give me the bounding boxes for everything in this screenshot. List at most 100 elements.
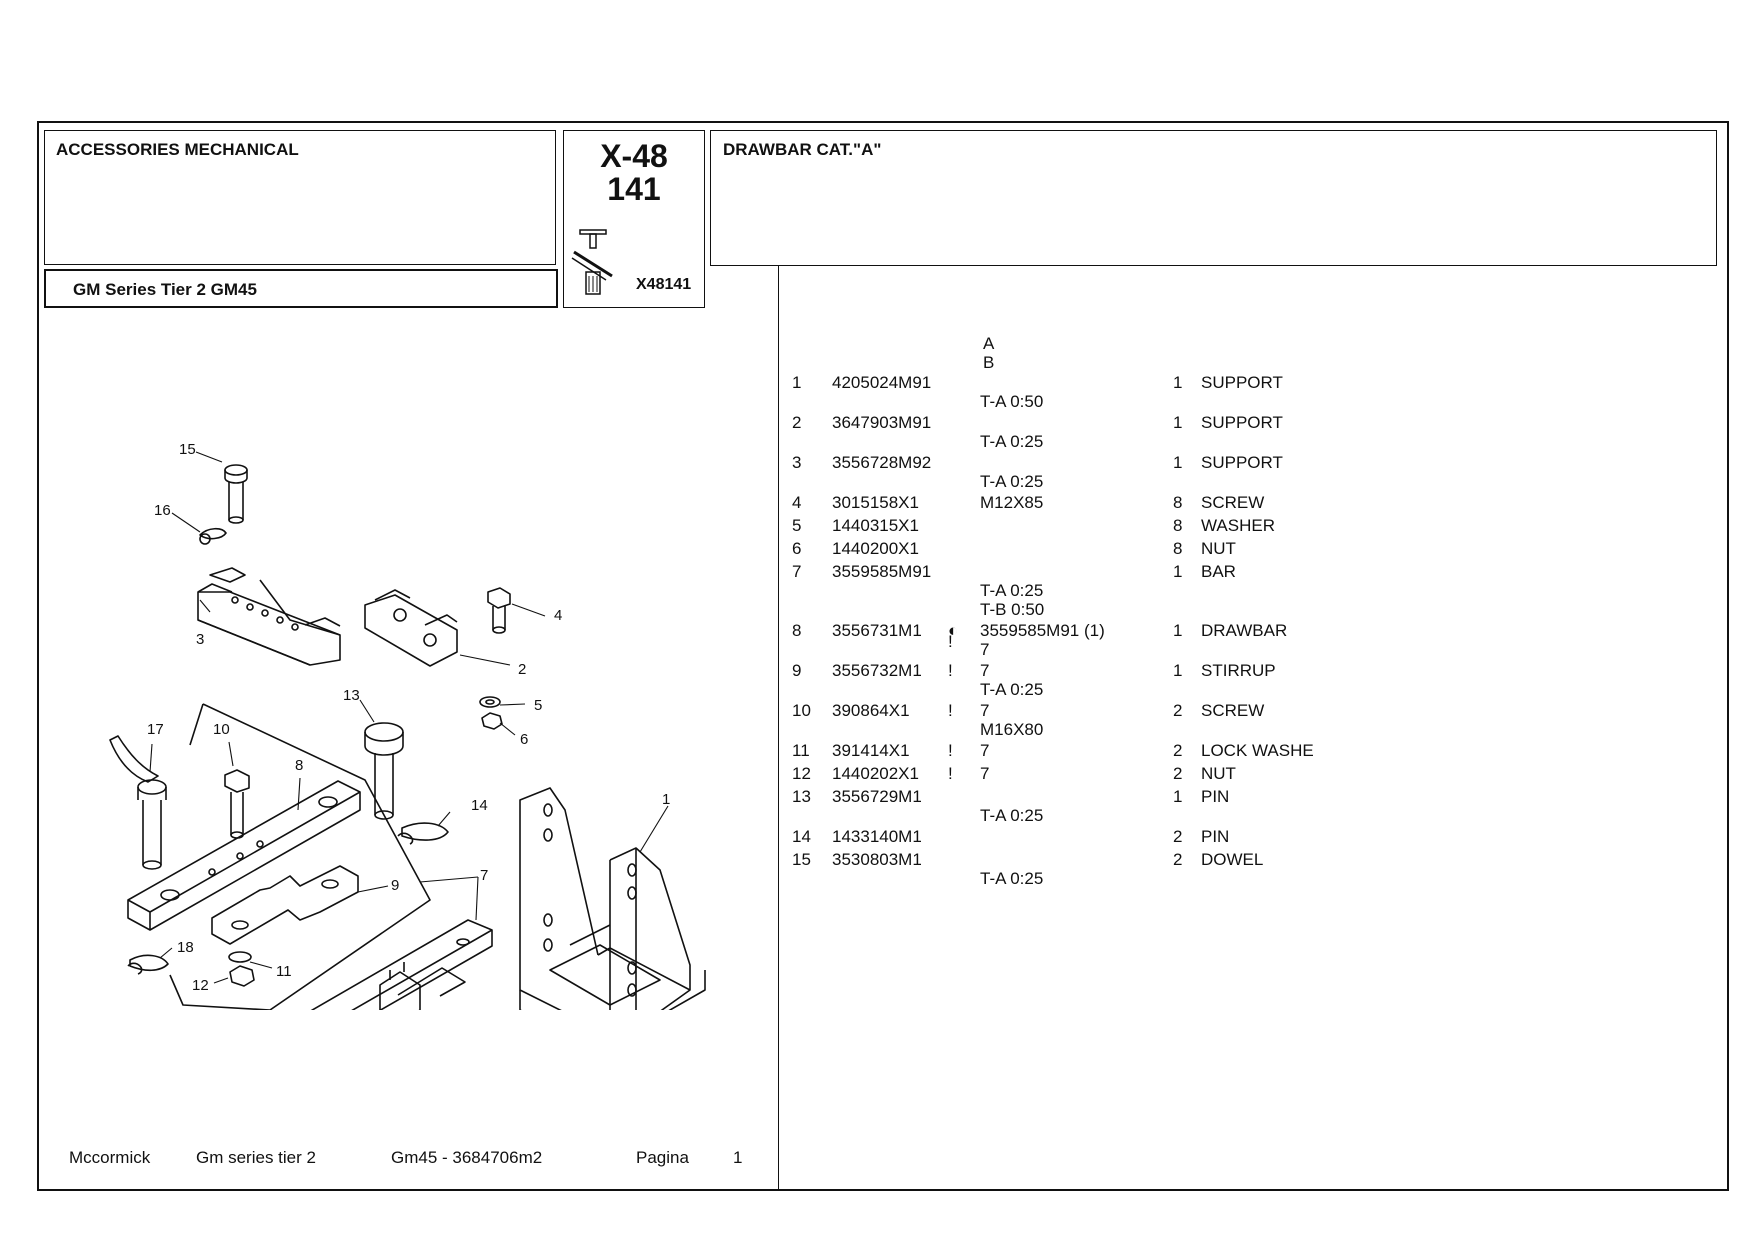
part-7-bar [310,919,493,1010]
part-4-screw [487,587,511,634]
callout-8: 8 [295,757,303,774]
part-number: 1440315X1 [832,516,919,535]
part-description: PIN [1201,827,1230,846]
part-quantity: 1 [1173,373,1183,392]
part-position: 9 [792,661,802,680]
image-reference: X48141 [636,276,692,293]
callout-4: 4 [554,607,562,624]
assembly-outline [169,703,431,1010]
part-note-marker: ! [948,632,953,651]
part-6-nut [481,712,503,730]
part-position: 6 [792,539,802,558]
part-quantity: 2 [1173,764,1183,783]
part-11-lock-washer [228,951,252,963]
part-note: M16X80 [980,720,1044,739]
exploded-parts-diagram: 15 16 4 3 2 13 5 6 17 10 8 14 1 7 9 18 1… [109,441,706,1010]
part-10-screw [224,769,250,839]
part-description: SUPPORT [1201,453,1283,472]
part-15-dowel [224,464,248,524]
part-description: DOWEL [1201,850,1264,869]
part-position: 12 [792,764,811,783]
part-quantity: 1 [1173,787,1183,806]
part-quantity: 2 [1173,741,1183,760]
part-spec: 3559585M91 (1) [980,621,1105,640]
part-quantity: 1 [1173,562,1183,581]
part-note: T-A 0:25 [980,581,1044,600]
footer-series: Gm series tier 2 [196,1148,316,1167]
part-note: T-A 0:25 [980,432,1044,451]
part-spec: 7 [980,701,990,720]
part-quantity: 1 [1173,413,1183,432]
part-note: T-B 0:50 [980,600,1045,619]
part-quantity: 2 [1173,701,1183,720]
part-position: 11 [792,741,810,760]
part-description: LOCK WASHE [1201,741,1314,760]
part-number: 3556729M1 [832,787,922,806]
callout-labels: 15 16 4 3 2 13 5 6 17 10 8 14 1 7 9 18 1… [147,441,670,994]
part-position: 4 [792,493,802,512]
part-quantity: 1 [1173,621,1183,640]
part-description: SCREW [1201,493,1265,512]
part-spec: 7 [980,741,990,760]
part-18-clip [127,954,169,975]
part-note: T-A 0:25 [980,680,1044,699]
part-position: 7 [792,562,802,581]
callout-7: 7 [480,867,488,884]
part-marker: ! [948,661,953,680]
section-code-box: X-48 141 X48141 [563,130,705,308]
part-position: 1 [792,373,802,392]
part-quantity: 1 [1173,453,1183,472]
part-description: NUT [1201,539,1236,558]
part-number: 1433140M1 [832,827,922,846]
part-position: 15 [792,850,811,869]
part-marker: ! [948,764,953,783]
callout-10: 10 [213,721,230,738]
part-number: 3556731M1 [832,621,922,640]
part-note: T-A 0:25 [980,806,1044,825]
callout-9: 9 [391,877,399,894]
part-description: SUPPORT [1201,373,1283,392]
part-number: 391414X1 [832,741,910,760]
footer-model-code: Gm45 - 3684706m2 [391,1148,543,1167]
part-description: WASHER [1201,516,1275,535]
part-description: PIN [1201,787,1230,806]
part-number: 3559585M91 [832,562,932,581]
part-number: 4205024M91 [832,373,932,392]
part-16-clip [199,527,227,545]
part-note: T-A 0:25 [980,869,1044,888]
callout-12: 12 [192,977,209,994]
part-5-washer-hole [485,699,495,705]
part-3-support [197,567,341,666]
part-position: 8 [792,621,802,640]
part-quantity: 2 [1173,827,1183,846]
callout-18: 18 [177,939,194,956]
part-spec: 7 [980,661,990,680]
part-description: SUPPORT [1201,413,1283,432]
part-position: 13 [792,787,811,806]
group-title-box: DRAWBAR CAT."A" [710,130,1717,266]
part-position: 5 [792,516,802,535]
part-note: 7 [980,640,990,659]
callout-6: 6 [520,731,528,748]
callout-16: 16 [154,502,171,519]
part-position: 2 [792,413,802,432]
part-description: STIRRUP [1201,661,1276,680]
part-number: 3647903M91 [832,413,932,432]
part-9-stirrup [211,865,359,945]
page-frame [37,121,1729,1191]
callout-13: 13 [343,687,360,704]
section-code: X-48 [600,138,668,174]
column-code-a: A [983,334,995,353]
category-box: ACCESSORIES MECHANICAL [44,130,556,265]
part-quantity: 2 [1173,850,1183,869]
part-marker: ! [948,741,953,760]
part-8-drawbar [127,780,361,931]
callout-14: 14 [471,797,488,814]
part-marker: ◐ [948,621,959,640]
part-number: 3556732M1 [832,661,922,680]
model-title: GM Series Tier 2 GM45 [73,280,257,299]
part-quantity: 8 [1173,539,1183,558]
part-note: T-A 0:50 [980,392,1044,411]
pin-thumbnail-icon [571,229,613,295]
column-divider [778,266,779,1190]
